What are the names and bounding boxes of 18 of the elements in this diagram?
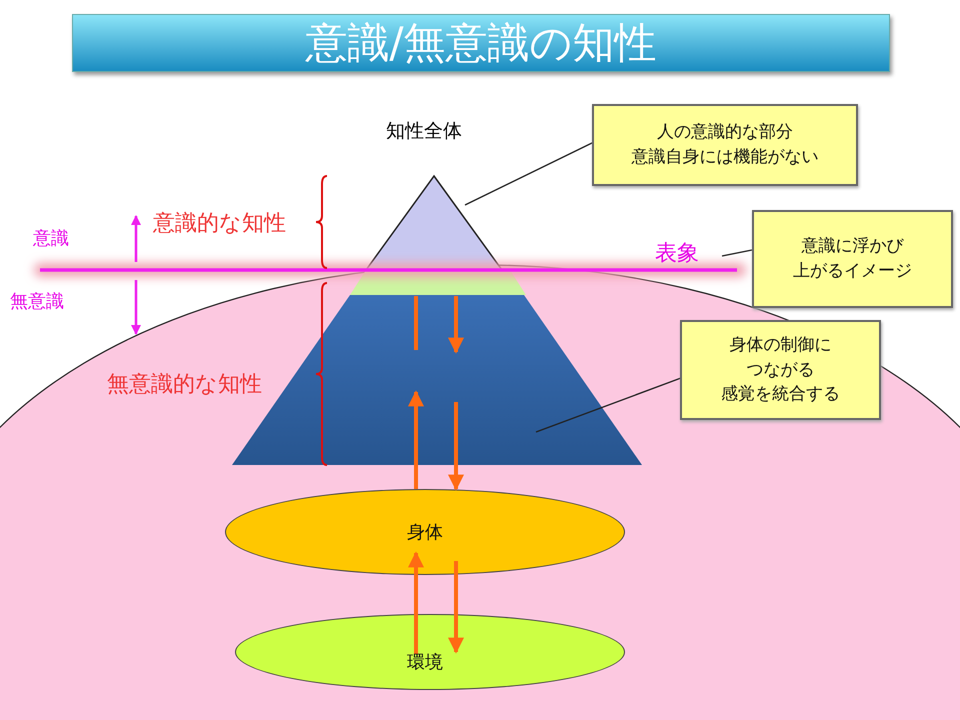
term-label: 表象 — [655, 238, 721, 270]
leader-line — [722, 249, 752, 257]
arrow — [448, 402, 464, 491]
label-text: 無意識的な知性 — [107, 371, 262, 399]
callout-box: 身体の制御につながる感覚を統合する — [680, 320, 881, 420]
leader-line — [536, 377, 682, 433]
arrow — [408, 390, 424, 489]
pyramid-heading: 知性全体 — [385, 119, 463, 144]
callout-box: 人の意識的な部分意識自身には機能がない — [592, 104, 858, 186]
arrow — [448, 561, 464, 654]
label-text: 意識的な知性 — [153, 210, 286, 238]
label-text: 無意識 — [10, 290, 64, 313]
leader-line — [464, 141, 594, 206]
label-text: 意識 — [33, 227, 69, 250]
arrow — [408, 551, 424, 654]
callout-box: 意識に浮かび上がるイメージ — [752, 210, 953, 308]
title-banner: 意識/無意識の知性 — [72, 14, 890, 72]
arrow — [448, 296, 464, 354]
